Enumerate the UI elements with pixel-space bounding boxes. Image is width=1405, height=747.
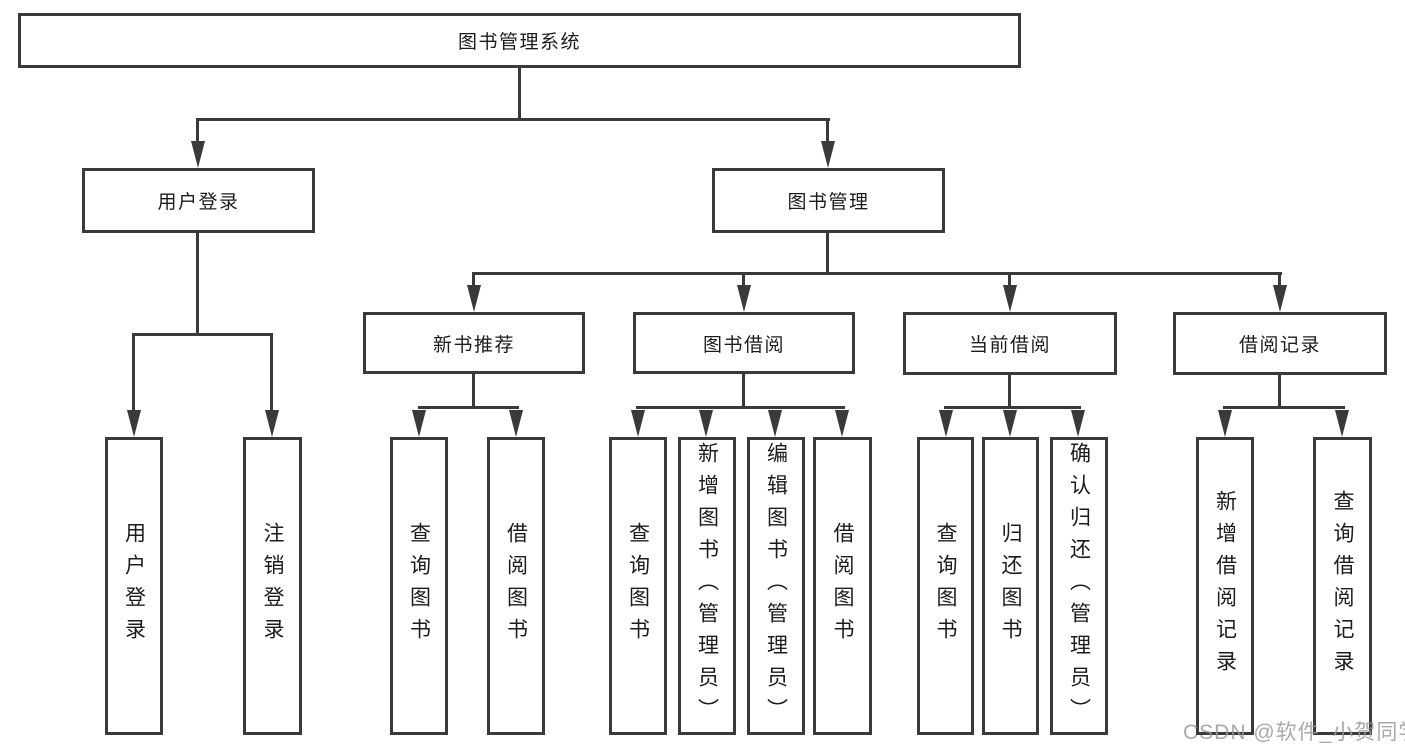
leaf-logout-label: 注销登录 xyxy=(261,522,284,650)
arrowhead-user-login xyxy=(191,141,205,168)
leaf-confirm-return-label: 确认归还（管理员） xyxy=(1067,442,1091,730)
connector-drop-new-book-rec xyxy=(472,272,475,288)
leaf-add-record: 新增借阅记录 xyxy=(1196,437,1254,735)
connector-current-borrow-branch xyxy=(944,406,1081,409)
csdn-watermark: CSDN @软件_小贺同学 xyxy=(1183,721,1405,744)
node-book-borrow-label: 图书借阅 xyxy=(702,334,785,356)
leaf-add-book: 新增图书（管理员） xyxy=(678,437,736,735)
node-new-book-rec-label: 新书推荐 xyxy=(432,334,515,356)
leaf-query-book-3: 查询图书 xyxy=(917,437,974,735)
leaf-query-record-label: 查询借阅记录 xyxy=(1331,490,1354,682)
leaf-user-login-label: 用户登录 xyxy=(122,522,146,650)
node-book-borrow: 图书借阅 xyxy=(633,312,855,374)
connector-current-borrow-stem xyxy=(1008,374,1011,408)
leaf-user-login: 用户登录 xyxy=(105,437,163,735)
leaf-query-book-2: 查询图书 xyxy=(609,437,667,735)
arrowhead-leaf-edit-book xyxy=(768,410,782,437)
node-borrow-record: 借阅记录 xyxy=(1173,312,1387,375)
leaf-borrow-book-1-label: 借阅图书 xyxy=(504,522,528,650)
connector-root-stem xyxy=(518,66,521,121)
node-user-login-label: 用户登录 xyxy=(157,192,240,213)
node-book-mgmt-label: 图书管理 xyxy=(787,192,870,213)
node-new-book-rec: 新书推荐 xyxy=(363,312,585,374)
leaf-query-record: 查询借阅记录 xyxy=(1313,437,1372,735)
leaf-edit-book-label: 编辑图书（管理员） xyxy=(764,442,788,730)
connector-user-login-branch xyxy=(132,333,273,336)
connector-book-borrow-branch xyxy=(636,406,845,409)
connector-borrow-record-stem xyxy=(1278,374,1281,408)
leaf-return-book: 归还图书 xyxy=(982,437,1039,735)
connector-root-branch xyxy=(196,118,830,121)
arrowhead-leaf-add-book xyxy=(699,410,713,437)
arrowhead-leaf-query-book-2 xyxy=(631,410,645,437)
arrowhead-leaf-add-record xyxy=(1218,410,1232,437)
leaf-borrow-book-2: 借阅图书 xyxy=(813,437,872,735)
connector-drop-borrow-record xyxy=(1278,272,1281,288)
arrowhead-leaf-query-book-1 xyxy=(412,410,426,437)
leaf-return-book-label: 归还图书 xyxy=(999,522,1022,650)
leaf-add-record-label: 新增借阅记录 xyxy=(1213,490,1237,682)
leaf-query-book-3-label: 查询图书 xyxy=(934,522,957,650)
connector-book-mgmt-stem xyxy=(826,232,829,274)
arrowhead-leaf-return-book xyxy=(1003,410,1017,437)
arrowhead-leaf-query-record xyxy=(1335,410,1349,437)
node-root-label: 图书管理系统 xyxy=(457,32,581,53)
leaf-query-book-2-label: 查询图书 xyxy=(626,522,650,650)
arrowhead-book-borrow xyxy=(737,285,751,312)
node-book-mgmt: 图书管理 xyxy=(712,168,945,233)
arrowhead-leaf-confirm-return xyxy=(1071,410,1085,437)
connector-user-login-stem xyxy=(196,232,199,336)
leaf-confirm-return: 确认归还（管理员） xyxy=(1050,437,1108,735)
leaf-borrow-book-1: 借阅图书 xyxy=(487,437,545,735)
node-user-login: 用户登录 xyxy=(82,168,315,233)
node-current-borrow-label: 当前借阅 xyxy=(968,335,1051,356)
arrowhead-new-book-rec xyxy=(467,285,481,312)
leaf-borrow-book-2-label: 借阅图书 xyxy=(831,522,854,650)
connector-drop-user-login xyxy=(196,118,199,146)
node-borrow-record-label: 借阅记录 xyxy=(1238,335,1321,356)
connector-book-mgmt-branch xyxy=(472,272,1282,275)
connector-drop-book-mgmt xyxy=(826,118,829,146)
node-root: 图书管理系统 xyxy=(18,13,1021,68)
arrowhead-borrow-record xyxy=(1273,285,1287,312)
arrowhead-leaf-borrow-book-1 xyxy=(509,410,523,437)
leaf-query-book-1-label: 查询图书 xyxy=(407,522,431,650)
connector-drop-leaf-logout xyxy=(270,333,273,412)
arrowhead-leaf-borrow-book-2 xyxy=(835,410,849,437)
arrowhead-current-borrow xyxy=(1003,285,1017,312)
connector-drop-leaf-user-login xyxy=(132,333,135,412)
connector-new-book-rec-branch xyxy=(418,406,519,409)
connector-drop-book-borrow xyxy=(742,272,745,288)
arrowhead-leaf-query-book-3 xyxy=(939,410,953,437)
arrowhead-book-mgmt xyxy=(821,141,835,168)
leaf-query-book-1: 查询图书 xyxy=(390,437,448,735)
arrowhead-leaf-user-login xyxy=(127,410,141,437)
node-current-borrow: 当前借阅 xyxy=(903,312,1117,375)
arrowhead-leaf-logout xyxy=(265,410,279,437)
connector-book-borrow-stem xyxy=(742,374,745,408)
connector-drop-current-borrow xyxy=(1008,272,1011,288)
connector-borrow-record-branch xyxy=(1223,406,1345,409)
connector-new-book-rec-stem xyxy=(472,374,475,408)
leaf-add-book-label: 新增图书（管理员） xyxy=(695,442,719,730)
leaf-edit-book: 编辑图书（管理员） xyxy=(747,437,805,735)
leaf-logout: 注销登录 xyxy=(243,437,302,735)
